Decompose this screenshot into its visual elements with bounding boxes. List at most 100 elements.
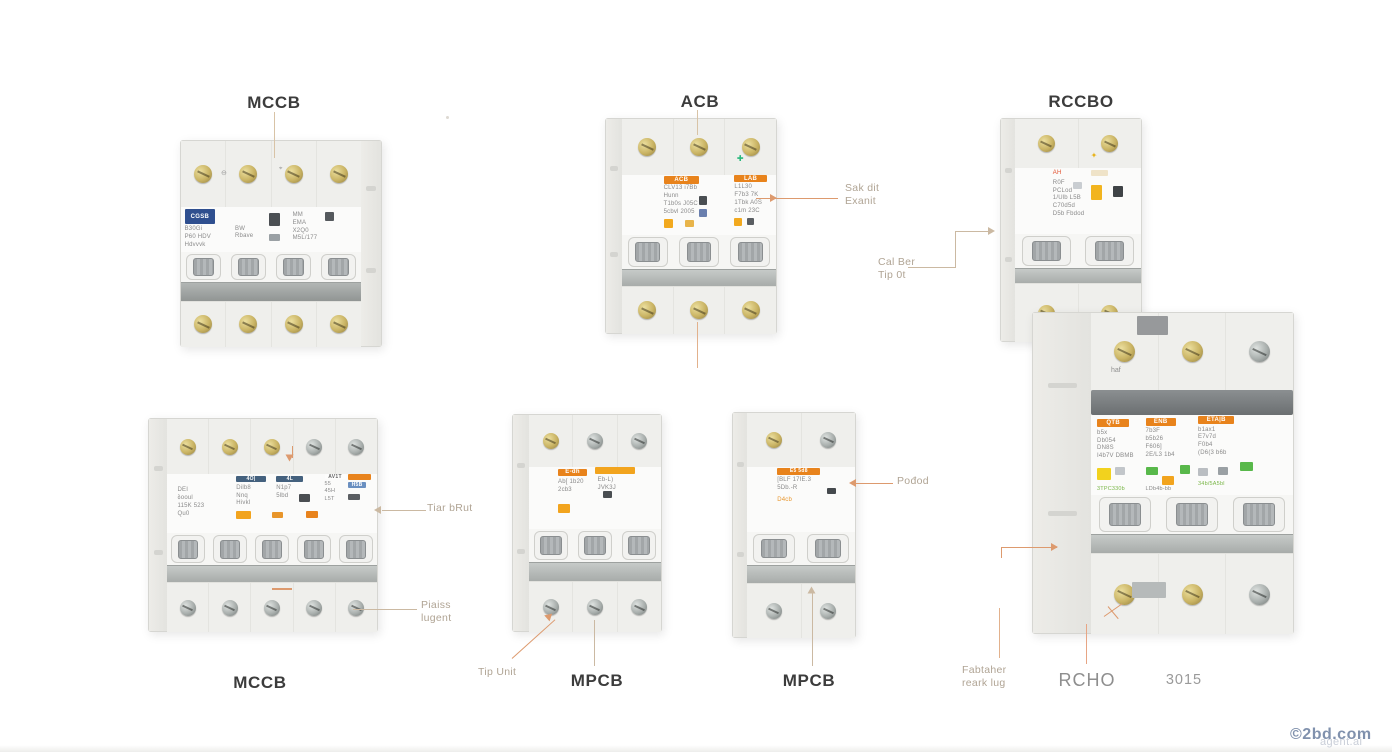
face-text: LDb4b-bb xyxy=(1145,485,1172,492)
terminal-cell xyxy=(802,413,856,467)
mpcb-2pole-device-bar xyxy=(747,565,855,586)
toggle-cell xyxy=(1091,495,1158,533)
toggle-grip xyxy=(327,258,350,276)
face-text: Eb-L)JVK3J xyxy=(597,476,616,491)
acb-callout-head xyxy=(770,194,777,202)
terminal-screw xyxy=(221,438,238,455)
face-text: AH xyxy=(1052,170,1062,177)
terminal-cell xyxy=(747,584,802,638)
indicator-square xyxy=(1179,464,1190,474)
annotation-line: Tiar bRut xyxy=(427,502,473,514)
toggle-cell xyxy=(573,529,617,561)
mpcb-3pole-device-term-top xyxy=(529,415,661,468)
toggle-switch xyxy=(1233,497,1286,532)
terminal-screw xyxy=(765,431,782,448)
tiar-line xyxy=(382,510,426,511)
terminal-screw xyxy=(638,301,657,320)
toggle-cell xyxy=(1015,234,1078,267)
annotation-line: lugent xyxy=(421,612,452,624)
face-mark: haf xyxy=(1111,367,1121,375)
indicator-square xyxy=(1145,466,1158,476)
face-mark: ✦ xyxy=(1090,151,1098,161)
face-text: 34b/5A5bl xyxy=(1198,480,1225,487)
indicator-square xyxy=(1113,185,1124,198)
watermark-brand: ©2bd.com xyxy=(1290,726,1372,743)
terminal-cell xyxy=(802,584,856,638)
toggle-grip xyxy=(177,540,199,559)
watermark-overlay: agent.ai xyxy=(1320,736,1363,748)
indicator-square xyxy=(1097,468,1112,481)
mpcb-2pole-device-term-top xyxy=(747,413,855,468)
toggle-cell xyxy=(181,252,226,283)
terminal-screw xyxy=(631,432,648,449)
annotation-line: Sak dit xyxy=(845,182,880,194)
toggle-switch xyxy=(1098,497,1151,532)
annotation-line: Pođod xyxy=(897,475,929,487)
calber-line-h1 xyxy=(908,267,955,268)
toggle-grip xyxy=(635,241,661,262)
terminal-cell xyxy=(618,415,661,467)
rccbo-device-tog xyxy=(1015,234,1141,268)
indicator-square xyxy=(746,217,755,225)
terminal-cell xyxy=(272,301,317,347)
acb-device-term-top xyxy=(622,119,776,176)
acb-device-tog xyxy=(622,234,776,269)
terminal-screw xyxy=(1181,583,1203,605)
side-slot xyxy=(610,251,618,257)
toggle-cell xyxy=(622,235,673,269)
side-slot xyxy=(366,186,376,192)
toggle-cell xyxy=(293,533,335,565)
terminal-cell xyxy=(674,286,726,334)
terminal-cell xyxy=(573,582,618,632)
terminal-cell xyxy=(317,141,361,207)
terminal-cell xyxy=(167,583,210,632)
caption-rcho: RCHO xyxy=(1058,670,1116,690)
toggle-cell xyxy=(251,533,293,565)
brand-chip xyxy=(595,467,635,474)
podod-line xyxy=(855,483,893,484)
caption-mpcb-2pole: MPCB xyxy=(782,671,836,690)
toggle-grip xyxy=(345,540,367,559)
terminal-cell xyxy=(181,301,227,347)
toggle-switch xyxy=(1166,497,1218,532)
rcho-arrow-h xyxy=(1001,547,1057,548)
toggle-switch xyxy=(275,253,312,281)
toggle-grip xyxy=(219,540,241,559)
calber-line-v xyxy=(955,231,956,268)
terminal-cell xyxy=(529,415,574,467)
annotation-line: Tip Unit xyxy=(478,666,517,678)
terminal-cell xyxy=(1226,554,1293,634)
caption-rccbo: RCCBO xyxy=(1048,92,1114,111)
brand-chip: H5B xyxy=(347,482,367,489)
toggle-switch xyxy=(621,531,657,560)
terminal-screw xyxy=(329,315,348,334)
terminal-cell xyxy=(336,583,377,632)
terminal-screw xyxy=(306,599,323,616)
toggle-switch xyxy=(679,236,719,267)
indicator-square xyxy=(734,217,743,227)
indicator-square xyxy=(347,494,361,501)
toggle-switch xyxy=(807,533,849,564)
indicator-square xyxy=(1115,466,1126,476)
annotation-sak-dit: Sak dit Exanit xyxy=(845,182,879,208)
rcho-arrow-head xyxy=(1051,543,1058,551)
side-slot xyxy=(517,462,525,468)
acb-device-side-panel xyxy=(606,119,622,333)
brand-chip: ACB xyxy=(663,175,699,184)
terminal-cell xyxy=(226,301,272,347)
mpcb-3pole-device-side-panel xyxy=(513,415,529,631)
terminal-cell xyxy=(294,583,336,632)
terminal-screw xyxy=(179,599,196,616)
mpcb2-head xyxy=(807,586,816,594)
